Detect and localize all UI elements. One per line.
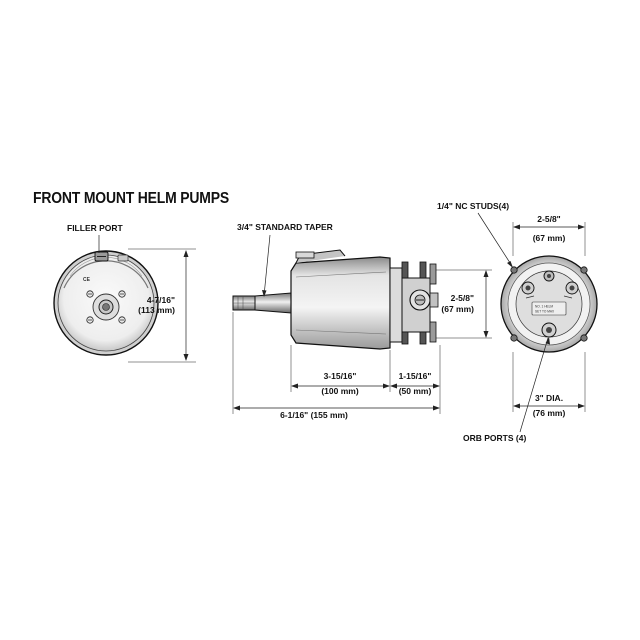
rear-view: NO. 1 HELM SET TO MAX bbox=[500, 255, 598, 353]
label-plate bbox=[531, 301, 567, 316]
rear-width-metric: (67 mm) bbox=[533, 233, 566, 243]
rear-flange bbox=[389, 267, 403, 343]
body-length-imperial: 3-15/16" bbox=[324, 371, 357, 381]
side-view bbox=[232, 249, 439, 350]
front-mount-screws bbox=[86, 290, 126, 324]
rear-dia-metric: (76 mm) bbox=[533, 408, 566, 418]
page-title: FRONT MOUNT HELM PUMPS bbox=[33, 190, 229, 207]
standard-taper-label: 3/4" STANDARD TAPER bbox=[237, 222, 333, 232]
rear-callouts: 1/4" NC STUDS(4) 2-5/8" (67 mm) 3" DIA. … bbox=[437, 201, 586, 443]
nc-studs-label: 1/4" NC STUDS(4) bbox=[437, 201, 509, 211]
ce-mark: CE bbox=[83, 277, 91, 283]
orb-ports-label: ORB PORTS (4) bbox=[463, 433, 526, 443]
side-height-imperial: 2-5/8" bbox=[451, 293, 474, 303]
nc-studs bbox=[510, 266, 588, 342]
pump-body bbox=[290, 256, 391, 350]
rear-length-metric: (50 mm) bbox=[399, 386, 432, 396]
filler-port-label: FILLER PORT bbox=[67, 223, 124, 233]
front-height-dimension: 4-7/16" (113 mm) bbox=[128, 248, 196, 363]
front-height-metric: (113 mm) bbox=[138, 305, 175, 315]
side-dimensions: 3-15/16" (100 mm) 1-15/16" (50 mm) 6-1/1… bbox=[232, 269, 492, 420]
shaft-taper bbox=[254, 292, 292, 314]
rear-length-imperial: 1-15/16" bbox=[399, 371, 432, 381]
body-length-metric: (100 mm) bbox=[321, 386, 358, 396]
side-height-metric: (67 mm) bbox=[441, 304, 474, 314]
front-view: CE FILLER PORT bbox=[53, 223, 159, 356]
rear-dia-imperial: 3" DIA. bbox=[535, 393, 563, 403]
rear-width-imperial: 2-5/8" bbox=[537, 214, 560, 224]
taper-callout: 3/4" STANDARD TAPER bbox=[237, 222, 333, 297]
overall-length-label: 6-1/16" (155 mm) bbox=[280, 410, 348, 420]
plate-line-1: NO. 1 HELM bbox=[535, 305, 553, 309]
plate-line-2: SET TO MAX bbox=[535, 310, 555, 314]
front-height-imperial: 4-7/16" bbox=[147, 295, 175, 305]
orb-ports bbox=[521, 270, 579, 338]
filler-port bbox=[94, 251, 109, 262]
